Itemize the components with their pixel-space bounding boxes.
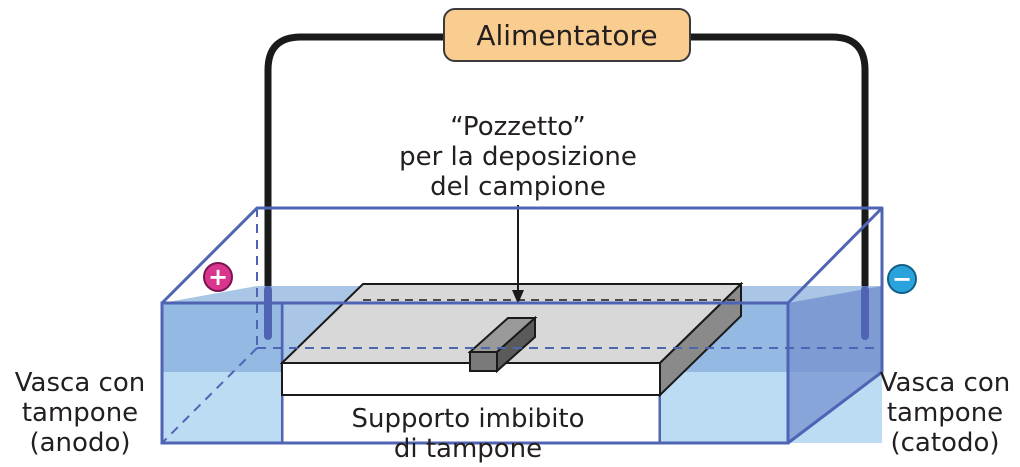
gel-side bbox=[659, 281, 742, 398]
well-label-line: “Pozzetto” bbox=[450, 112, 586, 142]
left-tank-label: Vasca con tampone (anodo) bbox=[2, 368, 158, 458]
support-label-line: di tampone bbox=[393, 434, 543, 464]
power-supply-label: Alimentatore bbox=[476, 18, 658, 52]
tank-right-face bbox=[788, 286, 882, 443]
cathode-minus-icon: − bbox=[887, 264, 917, 294]
right-tank-fill bbox=[661, 372, 787, 442]
power-wire bbox=[264, 33, 869, 324]
left-tank-label-line: (anodo) bbox=[29, 428, 131, 458]
right-tank-label-line: tampone bbox=[886, 398, 1004, 428]
right-tank-label-line: (catodo) bbox=[890, 428, 1000, 458]
well-label: “Pozzetto” per la deposizione del campio… bbox=[368, 112, 668, 202]
sample-well-front bbox=[469, 351, 498, 372]
left-tank-liquid bbox=[163, 303, 281, 372]
support-label-line: Supporto imbibito bbox=[351, 404, 585, 434]
left-tank-label-line: tampone bbox=[21, 398, 139, 428]
power-supply-box: Alimentatore bbox=[443, 8, 691, 62]
well-label-line: per la deposizione bbox=[399, 142, 637, 172]
support-label: Supporto imbibito di tampone bbox=[318, 404, 618, 464]
right-tank-label-line: Vasca con bbox=[879, 368, 1011, 398]
well-label-line: del campione bbox=[430, 172, 606, 202]
left-tank-label-line: Vasca con bbox=[14, 368, 146, 398]
sample-well-side bbox=[496, 315, 536, 374]
anode-plus-icon: + bbox=[203, 262, 233, 292]
right-tank-label: Vasca con tampone (catodo) bbox=[870, 368, 1020, 458]
